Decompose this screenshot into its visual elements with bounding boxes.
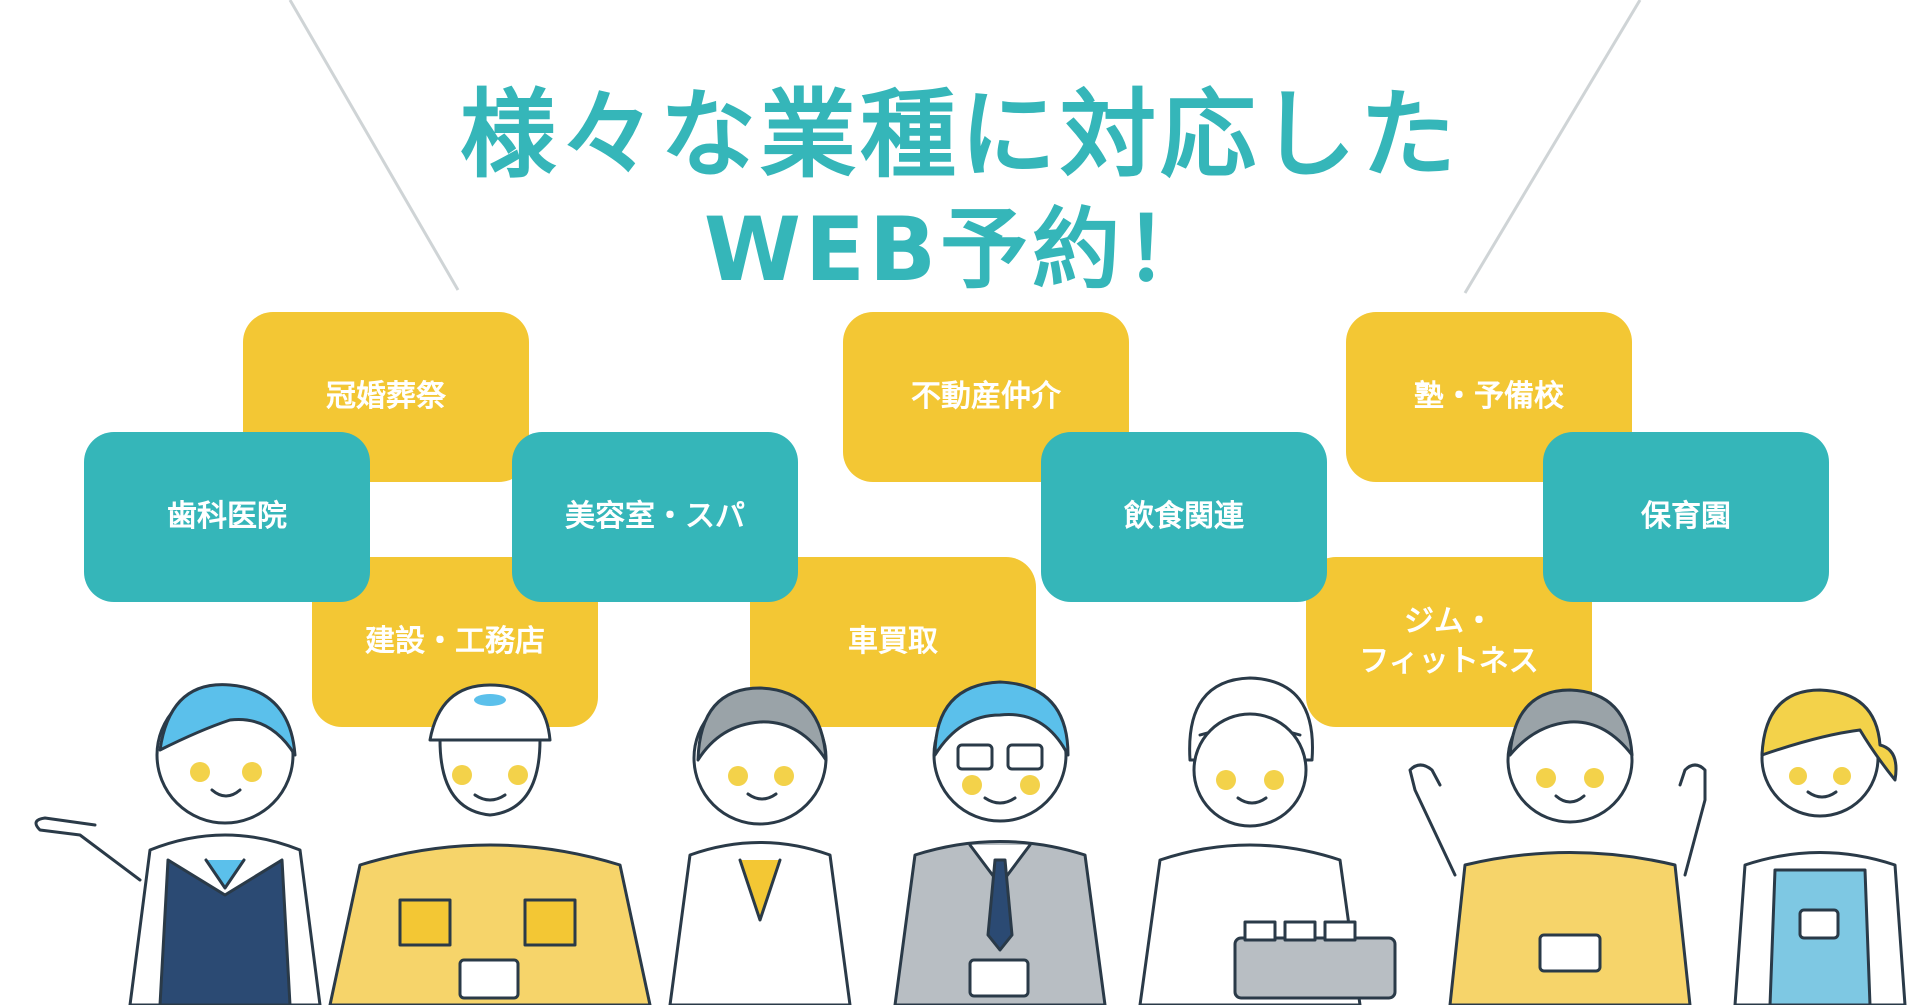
construction-worker-figure [328,683,652,1005]
workers-illustration [34,676,1907,1005]
office-woman-figure [668,686,852,1005]
category-kankon-sousai[interactable]: 冠婚葬祭 [243,312,529,482]
headline-line-1: 様々な業種に対応した [460,79,1460,191]
businessman-figure [893,680,1107,1005]
category-nursery-school[interactable]: 保育園 [1543,432,1829,602]
category-food-drink[interactable]: 飲食関連 [1041,432,1327,602]
food-worker-figure [1138,676,1397,1005]
nursery-teacher-figure [1733,688,1907,1005]
category-beauty-salon-spa[interactable]: 美容室・スパ [512,432,798,602]
fitness-trainer-figure [1408,688,1707,1005]
receptionist-figure [34,683,322,1005]
category-dental-clinic[interactable]: 歯科医院 [84,432,370,602]
headline-line-2: WEB予約！ [703,198,1217,301]
